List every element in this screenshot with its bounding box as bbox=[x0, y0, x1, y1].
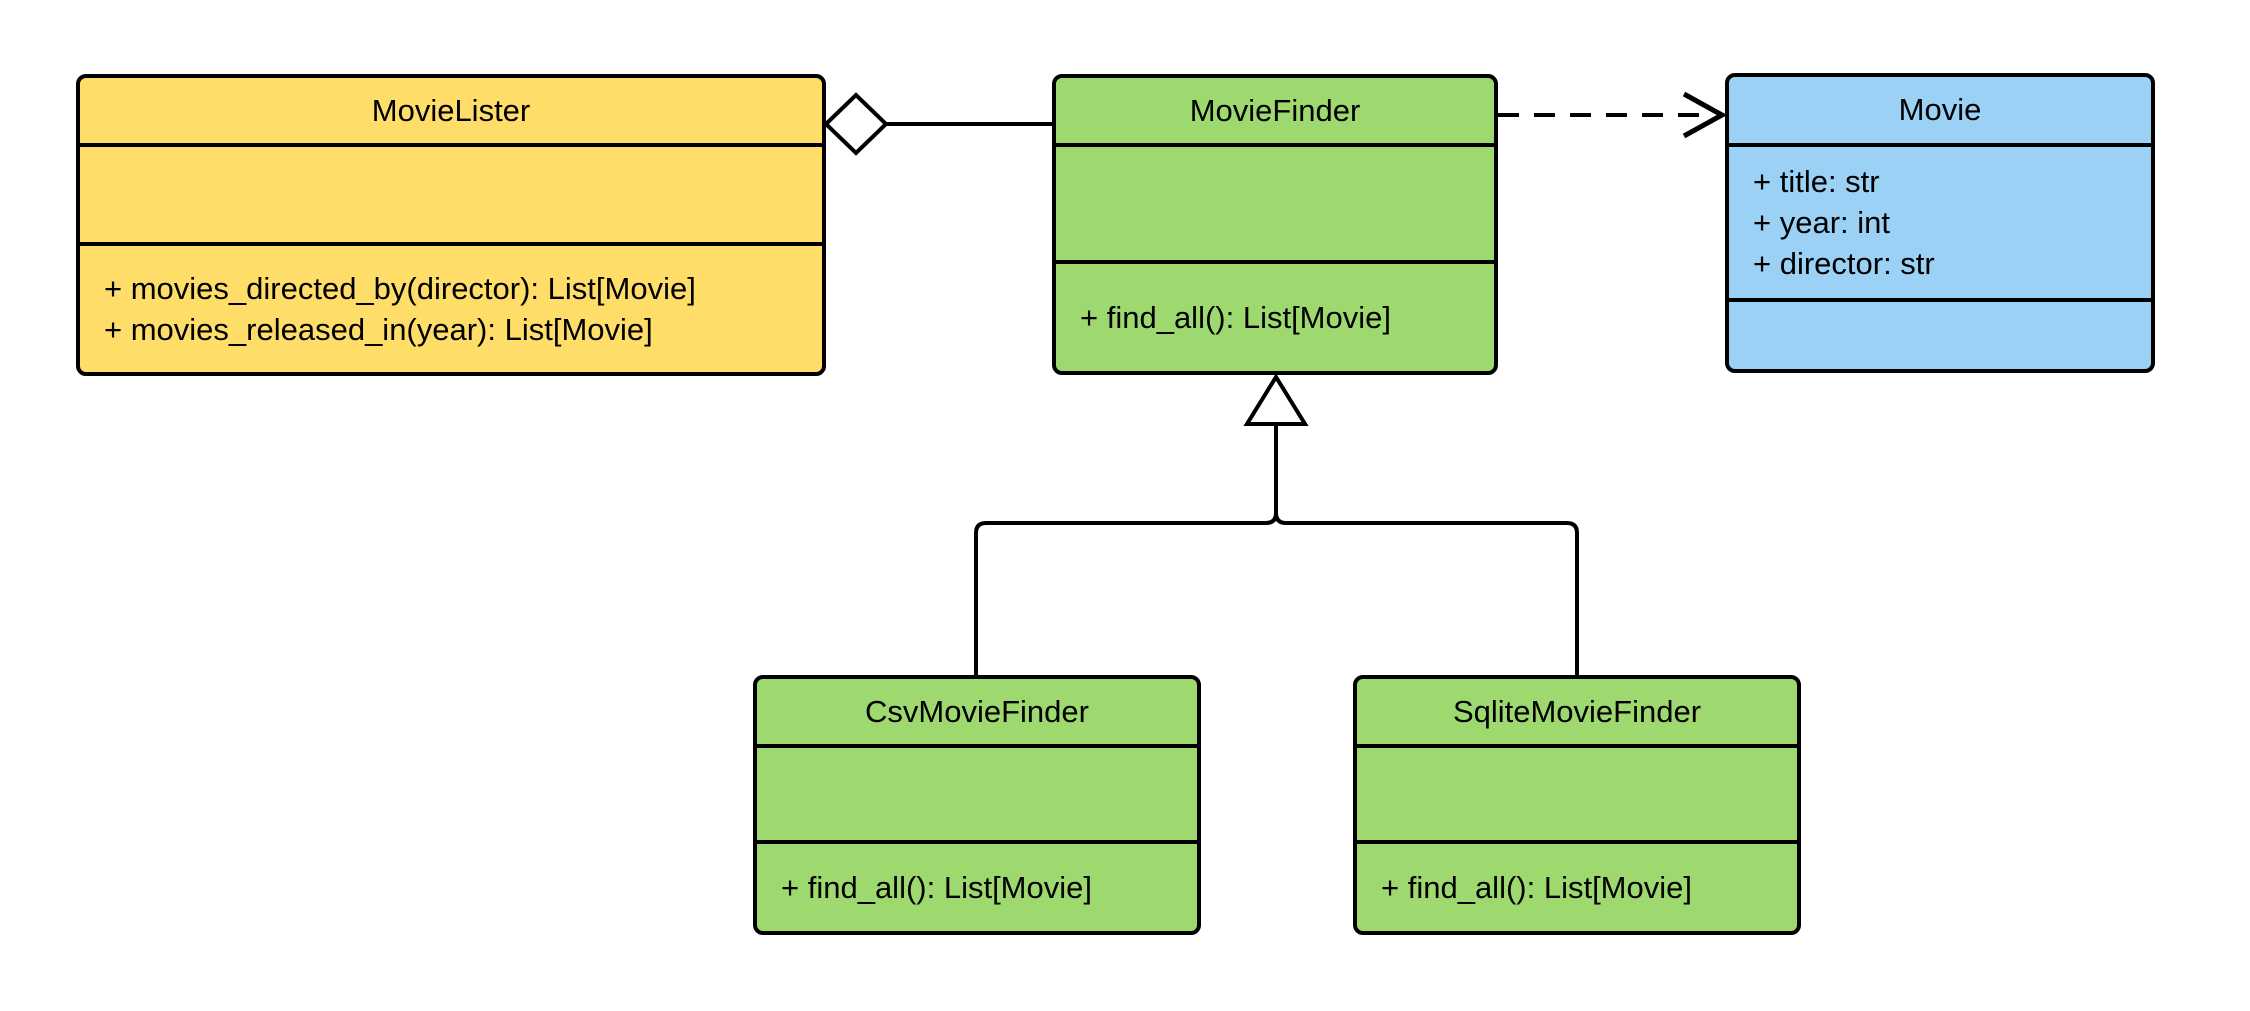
class-title-movie: Movie bbox=[1898, 92, 1982, 127]
method-line: + find_all(): List[Movie] bbox=[1080, 300, 1391, 335]
class-title-movielister: MovieLister bbox=[371, 92, 531, 128]
class-methods-movielister: + movies_directed_by(director): List[Mov… bbox=[80, 242, 822, 372]
class-box-sqlitemoviefinder: SqliteMovieFinder + find_all(): List[Mov… bbox=[1353, 675, 1801, 935]
class-title-csvmoviefinder: CsvMovieFinder bbox=[865, 693, 1089, 729]
class-methods-movie bbox=[1729, 298, 2151, 369]
class-box-moviefinder: MovieFinder + find_all(): List[Movie] bbox=[1052, 74, 1498, 375]
class-title-sqlitemoviefinder: SqliteMovieFinder bbox=[1452, 693, 1702, 729]
class-attributes-csvmoviefinder bbox=[757, 744, 1197, 840]
method-line: + find_all(): List[Movie] bbox=[1381, 870, 1692, 905]
aggregation-diamond-icon bbox=[823, 92, 889, 156]
method-line: + find_all(): List[Movie] bbox=[781, 870, 1092, 905]
class-methods-csvmoviefinder: + find_all(): List[Movie] bbox=[757, 840, 1197, 931]
class-box-movie: Movie + title: str + year: int + directo… bbox=[1725, 73, 2155, 373]
dependency-open-arrow-icon bbox=[1682, 91, 1728, 139]
inheritance-connector-right bbox=[1274, 424, 1579, 675]
attribute-line: + title: str bbox=[1753, 164, 1880, 199]
class-box-movielister: MovieLister + movies_directed_by(directo… bbox=[76, 74, 826, 376]
inheritance-triangle-icon bbox=[1243, 373, 1309, 426]
class-title-moviefinder: MovieFinder bbox=[1189, 92, 1361, 128]
class-box-csvmoviefinder: CsvMovieFinder + find_all(): List[Movie] bbox=[753, 675, 1201, 935]
method-line: + movies_released_in(year): List[Movie] bbox=[104, 312, 653, 347]
class-attributes-sqlitemoviefinder bbox=[1357, 744, 1797, 840]
attribute-line: + director: str bbox=[1753, 246, 1935, 281]
class-attributes-movielister bbox=[80, 143, 822, 242]
inheritance-connector-left bbox=[974, 424, 1278, 675]
class-attributes-movie: + title: str + year: int + director: str bbox=[1729, 143, 2151, 298]
class-methods-moviefinder: + find_all(): List[Movie] bbox=[1056, 260, 1494, 371]
method-line: + movies_directed_by(director): List[Mov… bbox=[104, 271, 696, 306]
class-methods-sqlitemoviefinder: + find_all(): List[Movie] bbox=[1357, 840, 1797, 931]
class-attributes-moviefinder bbox=[1056, 143, 1494, 260]
attribute-line: + year: int bbox=[1753, 205, 1890, 240]
